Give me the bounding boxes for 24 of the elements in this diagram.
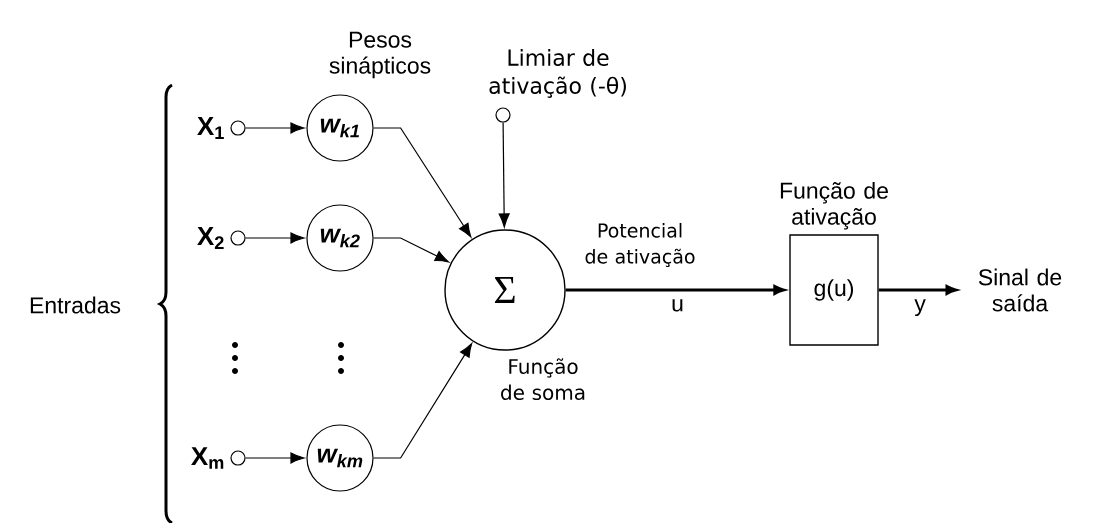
edge-label: y xyxy=(913,298,927,318)
arrow xyxy=(373,237,450,263)
node-label: Função de ativação xyxy=(780,181,888,230)
input-terminal: X$_{m}$ xyxy=(191,447,246,469)
node-label: X$_{m}$ xyxy=(191,447,224,469)
bias-terminal: Limiar de ativação (-θ) xyxy=(489,48,626,123)
arrow xyxy=(498,122,510,228)
arrow xyxy=(373,343,473,459)
line-caption: Potencial de ativação xyxy=(585,222,695,268)
arrow xyxy=(373,127,472,238)
node-label: X$_{2}$ xyxy=(197,226,224,250)
edge-label: u xyxy=(670,298,685,313)
input-terminal: X$_{2}$ xyxy=(197,227,246,249)
input-terminal: X$_{1}$ xyxy=(197,117,246,139)
activation-box: Função de ativação g(u) xyxy=(780,181,888,346)
arrow xyxy=(245,232,305,244)
arrow xyxy=(245,452,305,464)
node-label: Função de soma xyxy=(501,358,585,401)
output-label: Sinal de saída xyxy=(978,268,1062,312)
side-label: Entradas xyxy=(30,296,121,314)
node-label: Limiar de ativação (-θ) xyxy=(489,48,626,98)
caption-text: Pesos sinápticos xyxy=(329,31,431,79)
node-label: X$_{1}$ xyxy=(197,117,224,139)
arrow xyxy=(245,122,305,134)
